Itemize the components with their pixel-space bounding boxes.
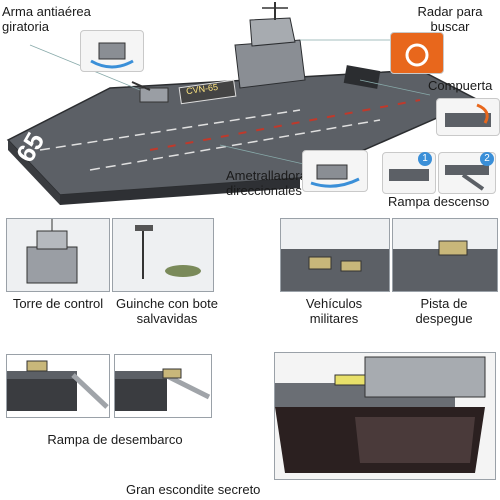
panel-vehiculos <box>280 218 390 292</box>
panel-pista <box>392 218 498 292</box>
label-escondite: Gran escondite secreto <box>126 482 261 497</box>
inset-radar <box>390 32 444 74</box>
panel-torre-control <box>6 218 110 292</box>
callout-badge-1: 1 <box>418 152 432 166</box>
callout-arma-antiaerea: Arma antiaérea giratoria <box>2 4 91 34</box>
feature-label-vehiculos: Vehículos militares <box>305 296 363 326</box>
callout-radar: Radar para buscar <box>417 4 483 34</box>
callout-rampa-descenso: Rampa descenso <box>388 194 490 209</box>
panel-rampa-2 <box>114 354 212 418</box>
panel-escondite <box>274 352 496 480</box>
feature-label-guinche: Guinche con bote salvavidas <box>116 296 218 326</box>
inset-rampa-2 <box>438 152 496 194</box>
callout-ametralladoras: Ametralladoras direccionales <box>226 168 314 198</box>
feature-label-pista: Pista de despegue <box>415 296 473 326</box>
panel-guinche <box>112 218 214 292</box>
inset-ametralladoras <box>302 150 368 192</box>
inset-arma <box>80 30 144 72</box>
callout-compuerta: Compuerta <box>428 78 493 93</box>
callout-badge-2: 2 <box>480 152 494 166</box>
inset-compuerta <box>436 98 500 136</box>
panel-rampa-1 <box>6 354 110 418</box>
feature-label-torre: Torre de control <box>12 296 104 311</box>
label-rampa-desembarco: Rampa de desembarco <box>47 432 183 447</box>
